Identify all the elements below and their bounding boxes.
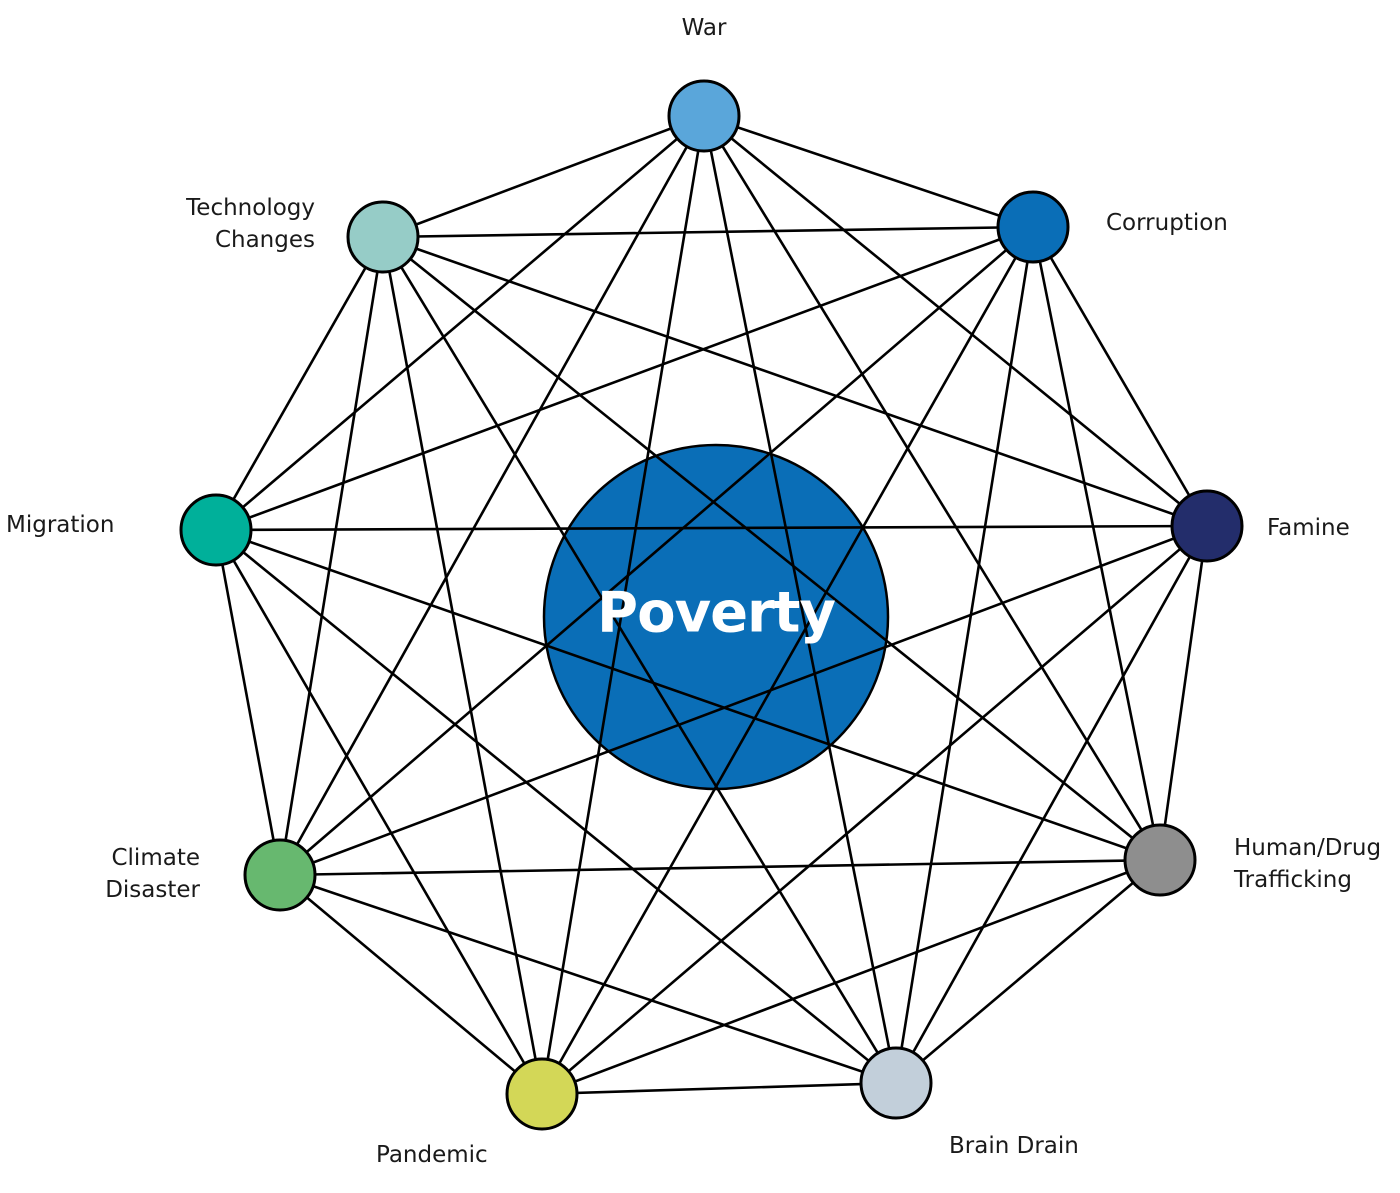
- edge-corruption-technology-changes: [382, 225, 1034, 239]
- technology-label-line2: Changes: [214, 227, 315, 253]
- label-technology-changes: Technology Changes: [130, 192, 315, 256]
- node-brain-drain: [859, 1046, 933, 1120]
- label-pandemic: Pandemic: [376, 1139, 488, 1171]
- node-technology-changes: [346, 200, 420, 274]
- label-brain-drain: Brain Drain: [949, 1130, 1079, 1162]
- node-climate-disaster: [243, 838, 317, 912]
- edge-pandemic-climate-disaster: [279, 874, 543, 1095]
- famine-label-text: Famine: [1267, 515, 1350, 541]
- climate-label-line2: Disaster: [105, 877, 200, 903]
- technology-label-line1: Technology: [186, 195, 315, 221]
- edge-pandemic-technology-changes: [381, 236, 544, 1095]
- connection-lines: [214, 114, 1209, 1096]
- node-human-drug-trafficking: [1123, 823, 1197, 897]
- edge-corruption-migration: [215, 225, 1034, 532]
- edge-migration-technology-changes: [214, 236, 385, 531]
- edge-war-migration: [215, 115, 705, 531]
- edge-war-brain-drain: [702, 115, 898, 1084]
- edge-corruption-climate-disaster: [279, 226, 1034, 876]
- migration-label-text: Migration: [6, 512, 115, 538]
- trafficking-label-line2: Trafficking: [1234, 867, 1352, 893]
- edge-pandemic-migration: [214, 529, 544, 1095]
- edge-famine-human-drug-trafficking: [1158, 525, 1209, 861]
- label-migration: Migration: [6, 509, 114, 541]
- pandemic-label-text: Pandemic: [376, 1142, 488, 1168]
- edge-war-human-drug-trafficking: [702, 115, 1162, 861]
- label-corruption: Corruption: [1106, 207, 1228, 239]
- edge-famine-migration: [215, 524, 1208, 532]
- label-famine: Famine: [1267, 512, 1350, 544]
- node-war: [667, 79, 741, 153]
- edge-brain-drain-technology-changes: [381, 236, 898, 1084]
- edge-human-drug-trafficking-technology-changes: [382, 235, 1161, 862]
- edge-corruption-pandemic: [540, 226, 1035, 1095]
- edge-famine-pandemic: [541, 525, 1208, 1095]
- node-migration: [179, 493, 253, 567]
- edge-war-famine: [703, 114, 1208, 528]
- edge-climate-disaster-technology-changes: [278, 236, 385, 876]
- edge-war-corruption: [703, 114, 1034, 229]
- edge-human-drug-trafficking-brain-drain: [895, 859, 1161, 1084]
- edge-war-technology-changes: [382, 114, 705, 239]
- climate-label-line1: Climate: [111, 845, 200, 871]
- edge-corruption-famine: [1031, 226, 1209, 527]
- edge-corruption-human-drug-trafficking: [1031, 226, 1162, 861]
- edge-human-drug-trafficking-climate-disaster: [279, 858, 1161, 877]
- node-corruption: [996, 190, 1070, 264]
- node-famine: [1170, 489, 1244, 563]
- edge-brain-drain-migration: [215, 528, 897, 1085]
- edge-climate-disaster-migration: [214, 529, 282, 876]
- edge-brain-drain-pandemic: [541, 1081, 897, 1096]
- brain-drain-label-text: Brain Drain: [949, 1133, 1079, 1159]
- trafficking-label-line1: Human/Drug: [1234, 835, 1382, 861]
- edge-famine-climate-disaster: [279, 524, 1208, 877]
- label-war: War: [654, 12, 754, 44]
- corruption-label-text: Corruption: [1106, 210, 1228, 236]
- edge-war-climate-disaster: [278, 115, 706, 876]
- label-climate-disaster: Climate Disaster: [60, 842, 200, 906]
- edge-corruption-brain-drain: [894, 226, 1035, 1084]
- edge-brain-drain-climate-disaster: [279, 873, 897, 1085]
- edge-war-pandemic: [540, 115, 706, 1095]
- edge-human-drug-trafficking-pandemic: [541, 858, 1161, 1096]
- factor-nodes: [179, 79, 1244, 1131]
- war-label-text: War: [681, 15, 727, 41]
- label-human-drug-trafficking: Human/Drug Trafficking: [1234, 832, 1381, 896]
- node-pandemic: [505, 1057, 579, 1131]
- poverty-label: Poverty: [597, 580, 836, 646]
- edge-famine-technology-changes: [382, 235, 1208, 528]
- edge-famine-brain-drain: [894, 525, 1209, 1084]
- edge-human-drug-trafficking-migration: [215, 528, 1161, 862]
